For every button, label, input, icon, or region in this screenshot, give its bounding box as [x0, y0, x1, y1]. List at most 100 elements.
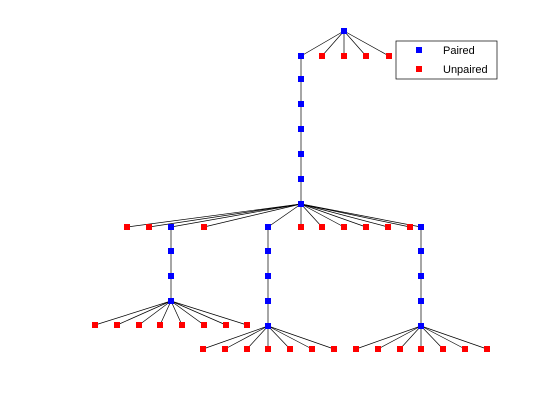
paired-node-b5 — [265, 323, 271, 329]
unpaired-node-u-a3 — [136, 322, 142, 328]
edge-c5-u-c1 — [355, 325, 422, 350]
unpaired-node-u-c5 — [440, 346, 446, 352]
tree-edges — [94, 30, 488, 350]
paired-node-p-s5 — [298, 151, 304, 157]
unpaired-node-u-b2 — [222, 346, 228, 352]
legend-unpaired-label: Unpaired — [443, 64, 488, 76]
paired-node-b3 — [265, 273, 271, 279]
paired-node-b2 — [265, 248, 271, 254]
edge-root-p-s1 — [300, 30, 345, 57]
unpaired-node-u-a5 — [179, 322, 185, 328]
edge-c5-u-c5 — [420, 325, 444, 350]
edge-root-u-r1 — [321, 30, 345, 57]
unpaired-node-u-a4 — [157, 322, 163, 328]
edge-c5-u-c7 — [420, 325, 488, 350]
edge-a4-u-a8 — [170, 300, 248, 326]
edge-a4-u-a5 — [170, 300, 183, 326]
paired-node-b1 — [265, 224, 271, 230]
unpaired-node-u-b1 — [200, 346, 206, 352]
paired-node-b4 — [265, 298, 271, 304]
paired-node-c3 — [418, 273, 424, 279]
unpaired-node-u-b7 — [331, 346, 337, 352]
edge-hub-u-h6 — [300, 203, 345, 228]
unpaired-node-u-c4 — [418, 346, 424, 352]
legend-unpaired-marker — [416, 66, 422, 72]
edge-b5-u-b6 — [267, 325, 313, 350]
paired-node-p-s3 — [298, 101, 304, 107]
edge-c5-u-c6 — [420, 325, 466, 350]
edge-hub-u-h7 — [300, 203, 367, 228]
edge-a4-u-a1 — [94, 300, 172, 326]
unpaired-node-u-r2 — [341, 53, 347, 59]
unpaired-node-u-c2 — [375, 346, 381, 352]
paired-node-a2 — [168, 248, 174, 254]
unpaired-node-u-h7 — [363, 224, 369, 230]
unpaired-node-u-h3 — [201, 224, 207, 230]
paired-node-c2 — [418, 248, 424, 254]
unpaired-node-u-h5 — [319, 224, 325, 230]
edge-a4-u-a3 — [138, 300, 172, 326]
edge-b5-u-b2 — [224, 325, 269, 350]
legend-box — [395, 40, 498, 80]
edge-hub-a1 — [170, 203, 302, 228]
edge-root-u-r3 — [343, 30, 367, 57]
edge-hub-u-h5 — [300, 203, 323, 228]
unpaired-node-u-c7 — [484, 346, 490, 352]
edge-a4-u-a2 — [116, 300, 172, 326]
legend-paired-label: Paired — [443, 45, 475, 57]
paired-node-p-s1 — [298, 53, 304, 59]
unpaired-node-u-a1 — [92, 322, 98, 328]
legend: Paired Unpaired — [395, 40, 498, 80]
unpaired-node-u-h6 — [341, 224, 347, 230]
paired-node-a3 — [168, 273, 174, 279]
unpaired-node-u-b6 — [309, 346, 315, 352]
unpaired-node-u-c3 — [397, 346, 403, 352]
unpaired-node-u-b5 — [287, 346, 293, 352]
unpaired-node-u-b3 — [244, 346, 250, 352]
unpaired-node-u-h1 — [124, 224, 130, 230]
unpaired-node-u-h4 — [298, 224, 304, 230]
paired-node-p-s4 — [298, 126, 304, 132]
paired-node-root — [341, 28, 347, 34]
edge-b5-u-b7 — [267, 325, 335, 350]
paired-node-c1 — [418, 224, 424, 230]
unpaired-node-u-r1 — [319, 53, 325, 59]
unpaired-node-u-a8 — [244, 322, 250, 328]
unpaired-node-u-h9 — [407, 224, 413, 230]
edge-b5-u-b1 — [202, 325, 269, 350]
paired-node-c5 — [418, 323, 424, 329]
edge-a4-u-a7 — [170, 300, 227, 326]
unpaired-node-u-a6 — [201, 322, 207, 328]
paired-node-a1 — [168, 224, 174, 230]
edge-hub-u-h3 — [203, 203, 302, 228]
edge-a4-u-a6 — [170, 300, 205, 326]
edge-hub-b1 — [267, 203, 302, 228]
unpaired-node-u-c1 — [353, 346, 359, 352]
tree-nodes — [92, 28, 490, 352]
legend-paired-marker — [416, 47, 422, 53]
edge-b5-u-b3 — [246, 325, 269, 350]
unpaired-node-u-h2 — [146, 224, 152, 230]
paired-node-p-s2 — [298, 76, 304, 82]
edge-root-u-r4 — [343, 30, 390, 57]
unpaired-node-u-r4 — [386, 53, 392, 59]
paired-node-a4 — [168, 298, 174, 304]
edge-c5-u-c3 — [399, 325, 422, 350]
unpaired-node-u-b4 — [265, 346, 271, 352]
paired-node-p-s6 — [298, 176, 304, 182]
edge-a4-u-a4 — [159, 300, 172, 326]
edge-hub-u-h8 — [300, 203, 389, 228]
paired-node-hub — [298, 201, 304, 207]
edge-hub-c1 — [300, 203, 422, 228]
paired-node-c4 — [418, 298, 424, 304]
unpaired-node-u-a2 — [114, 322, 120, 328]
edge-hub-u-h2 — [148, 203, 302, 228]
unpaired-node-u-a7 — [223, 322, 229, 328]
edge-b5-u-b5 — [267, 325, 291, 350]
unpaired-node-u-r3 — [363, 53, 369, 59]
unpaired-node-u-c6 — [462, 346, 468, 352]
unpaired-node-u-h8 — [385, 224, 391, 230]
edge-c5-u-c2 — [377, 325, 422, 350]
edge-hub-u-h1 — [126, 203, 302, 228]
